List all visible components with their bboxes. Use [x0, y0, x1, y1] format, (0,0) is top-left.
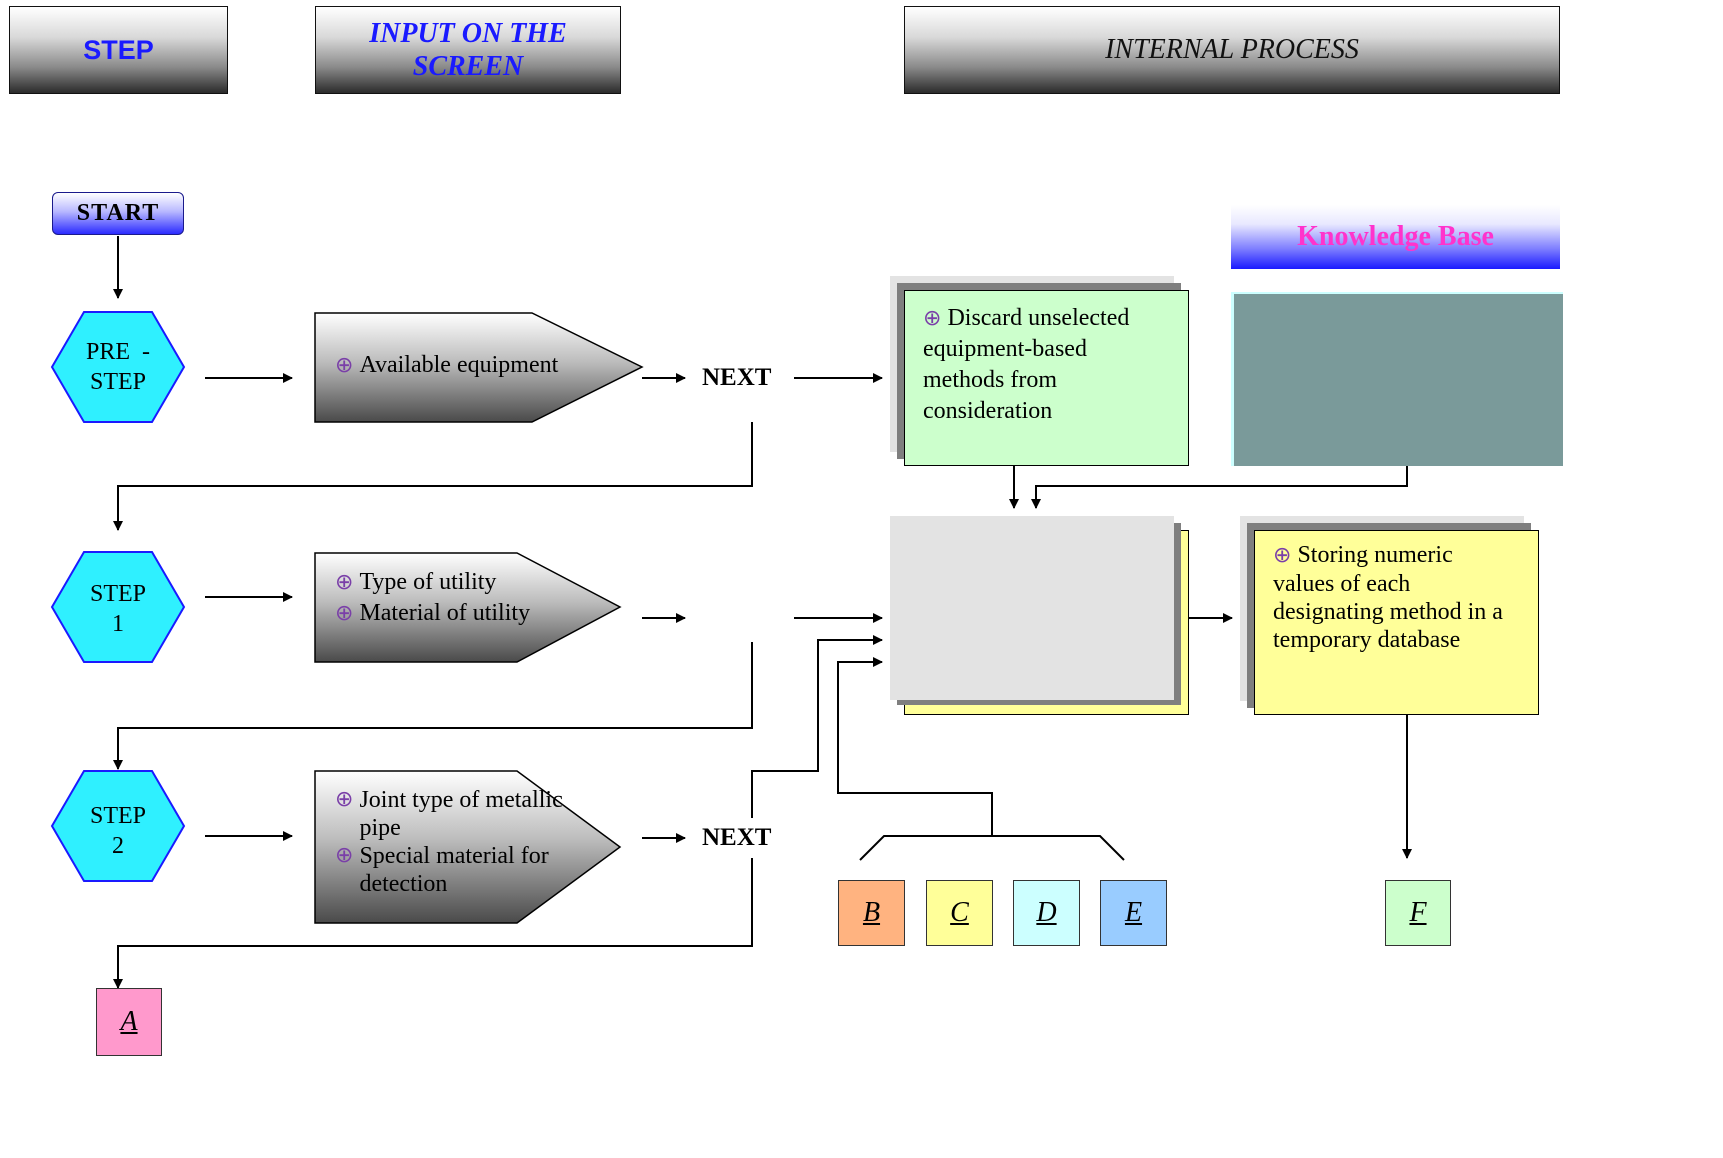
crosshair-bullet-icon: ⊕ [1273, 543, 1292, 568]
connector-c[interactable]: C [926, 880, 993, 946]
connector-d[interactable]: D [1013, 880, 1080, 946]
pre-step-label: PRE - STEP [60, 330, 176, 404]
crosshair-bullet-icon: ⊕ [335, 353, 354, 378]
crosshair-bullet-icon: ⊕ [335, 843, 354, 868]
header-step: STEP [9, 6, 228, 94]
input-item-label: Available equipment [359, 352, 559, 378]
input-item-label: Joint type of metallic pipe [359, 787, 563, 841]
step1-line1: STEP [89, 581, 146, 607]
pre-step-line2: STEP [89, 369, 146, 395]
central-process-box [890, 516, 1174, 700]
step2-inputs: ⊕Joint type of metallic pipe ⊕Special ma… [335, 786, 565, 898]
step2-hexagon [50, 770, 186, 882]
step1-inputs: ⊕Type of utility ⊕Material of utility [335, 567, 575, 629]
step1-hexagon [50, 551, 186, 663]
next-label-pre-step: NEXT [702, 364, 772, 391]
connector-e[interactable]: E [1100, 880, 1167, 946]
header-internal-process: INTERNAL PROCESS [904, 6, 1560, 94]
step1-label: STEP 1 [60, 572, 176, 646]
input-item: ⊕Available equipment [335, 350, 595, 381]
storing-process-box: ⊕Storing numeric values of each designat… [1254, 530, 1539, 715]
knowledge-base-panel [1231, 292, 1563, 466]
input-item-label: Type of utility [359, 569, 497, 595]
input-item-label: Special material for detection [359, 843, 549, 897]
connector-a[interactable]: A [96, 988, 162, 1056]
step1-line2: 1 [111, 611, 124, 637]
input-item: ⊕Joint type of metallic pipe [335, 786, 565, 842]
input-item: ⊕Type of utility [335, 567, 575, 598]
pre-step-input-shape [314, 312, 644, 423]
step2-input-shape [314, 770, 622, 924]
connector-f[interactable]: F [1385, 880, 1451, 946]
crosshair-bullet-icon: ⊕ [335, 601, 354, 626]
storing-text: Storing numeric values of each designati… [1273, 542, 1503, 653]
crosshair-bullet-icon: ⊕ [335, 787, 354, 812]
step2-label: STEP 2 [60, 794, 176, 868]
input-item-label: Material of utility [359, 600, 531, 626]
crosshair-bullet-icon: ⊕ [335, 570, 354, 595]
header-input-on-screen: INPUT ON THE SCREEN [315, 6, 621, 94]
input-item: ⊕Material of utility [335, 598, 575, 629]
step1-input-shape [314, 552, 622, 663]
start-node: START [52, 192, 184, 235]
pre-step-hexagon [50, 311, 186, 423]
crosshair-bullet-icon: ⊕ [923, 306, 942, 331]
step2-line1: STEP [89, 803, 146, 829]
step2-line2: 2 [111, 833, 124, 859]
discard-process-box: ⊕Discard unselected equipment-based meth… [904, 290, 1189, 466]
input-item: ⊕Special material for detection [335, 842, 565, 898]
connector-b[interactable]: B [838, 880, 905, 946]
knowledge-base-title: Knowledge Base [1231, 205, 1560, 269]
discard-text: Discard unselected equipment-based metho… [923, 305, 1130, 424]
next-label-step2: NEXT [702, 824, 772, 851]
pre-step-inputs: ⊕Available equipment [335, 350, 595, 381]
pre-step-line1: PRE - [85, 339, 150, 365]
